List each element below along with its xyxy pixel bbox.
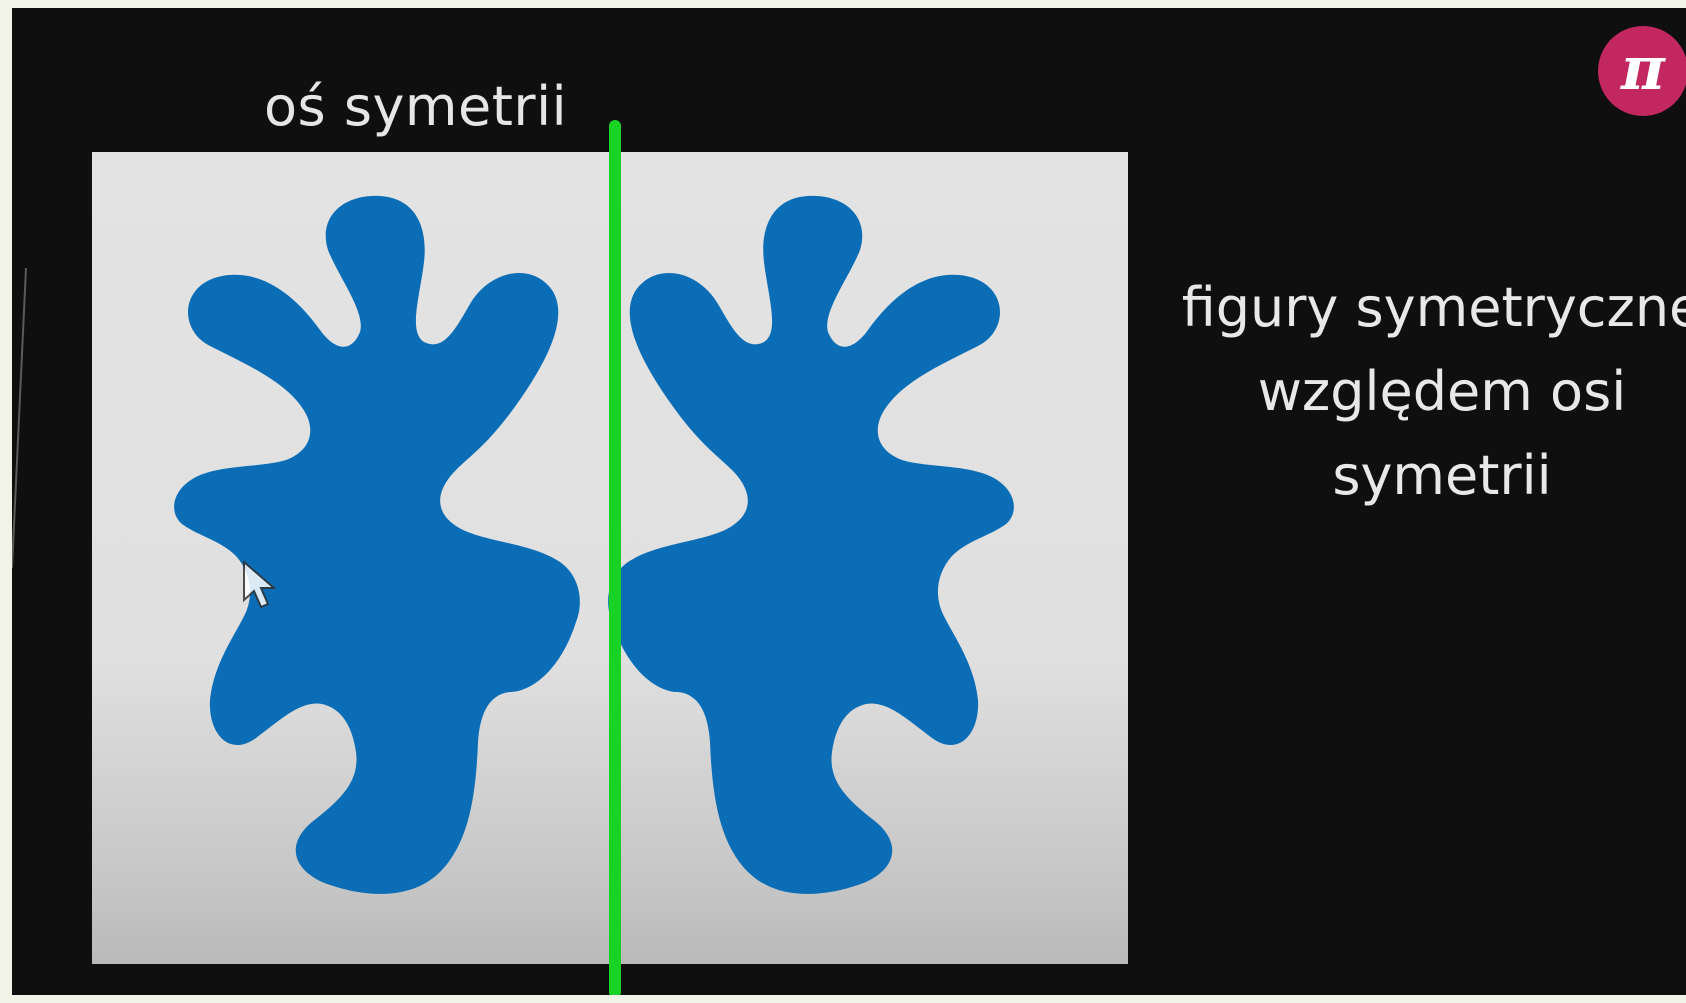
slide: oś symetrii figury symetryczne względem …	[12, 8, 1686, 995]
decorative-edge-line	[12, 267, 27, 569]
caption-line-3: symetrii	[1332, 444, 1552, 507]
pi-logo-icon[interactable]: π	[1598, 26, 1686, 116]
caption-text: figury symetryczne względem osi symetrii	[1132, 266, 1686, 518]
right-blob	[608, 195, 1014, 894]
left-blob	[174, 195, 580, 894]
caption-line-1: figury symetryczne	[1181, 276, 1686, 339]
caption-line-2: względem osi	[1257, 360, 1627, 423]
mouse-pointer-icon	[243, 560, 277, 609]
axis-of-symmetry-line	[609, 120, 621, 995]
axis-of-symmetry-label: oś symetrii	[264, 75, 568, 138]
